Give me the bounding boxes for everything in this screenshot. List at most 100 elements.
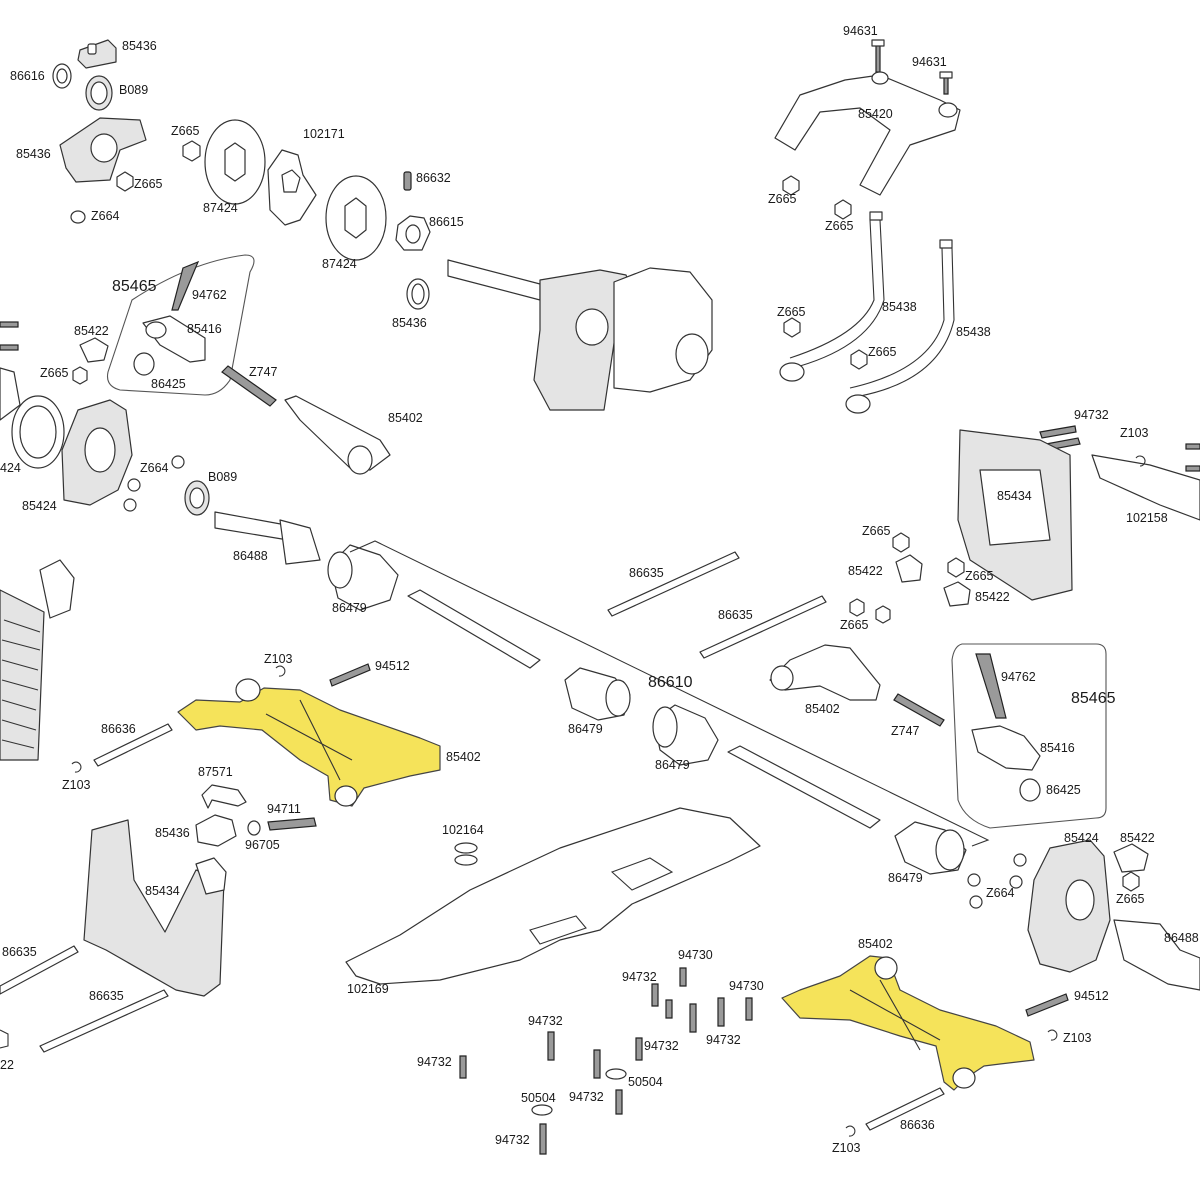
label-z664: Z664 [140, 461, 169, 475]
boot-86479-upper [327, 544, 399, 611]
label-86632: 86632 [416, 171, 451, 185]
label-94512: 94512 [1074, 989, 1109, 1003]
label-85436: 85436 [122, 39, 157, 53]
bearing-b089-upper [85, 75, 113, 111]
label-85465: 85465 [112, 278, 157, 295]
nut-z664-b-set [123, 455, 185, 512]
label-87424: 87424 [322, 257, 357, 271]
mount-85422-c [943, 581, 971, 607]
bulkhead-85434-left [83, 819, 227, 997]
label-86635: 86635 [89, 989, 124, 1003]
screw-94762-upper [171, 260, 200, 311]
label-z103: Z103 [264, 652, 293, 666]
boot-86479-lower [894, 821, 967, 875]
label-86479: 86479 [568, 722, 603, 736]
nut-z664-c-set [967, 853, 1027, 909]
nut-z665-h [892, 532, 910, 553]
steering-rod-85438-right [845, 239, 955, 414]
label-86488: 86488 [233, 549, 268, 563]
label-94762: 94762 [1001, 670, 1036, 684]
hinge-pin-86636-left [93, 723, 173, 767]
label-94732: 94732 [417, 1055, 452, 1069]
nut-z665-e [834, 199, 852, 220]
label-102158: 102158 [1126, 511, 1168, 525]
lower-arm-85402-left-highlighted [177, 678, 441, 807]
locknut-86615 [395, 215, 431, 251]
label-85436: 85436 [392, 316, 427, 330]
label-85465: 85465 [1071, 690, 1116, 707]
bulkhead-85434-right [957, 429, 1073, 601]
screw-94631-right [939, 71, 953, 95]
mount-85422-a [79, 337, 109, 363]
label-85422: 85422 [848, 564, 883, 578]
plate-102158 [1091, 454, 1200, 521]
label-z665: Z665 [825, 219, 854, 233]
setscrew-86632 [403, 171, 412, 191]
hinge-pin-86635-lower-left-b [39, 989, 169, 1053]
nut-z665-i [947, 557, 965, 578]
bracket-87571 [201, 784, 247, 809]
label-z665: Z665 [965, 569, 994, 583]
nut-z665-b [116, 171, 134, 192]
chassis-plate-102169 [345, 807, 761, 985]
part-labels: 85436 86616 B089 85436 Z665 Z665 Z664 10… [0, 24, 1199, 1155]
hinge-pin-86635-middle [699, 595, 827, 659]
label-85436: 85436 [155, 826, 190, 840]
label-50504: 50504 [628, 1075, 663, 1089]
upper-arm-85402-top [284, 395, 391, 475]
label-85434: 85434 [145, 884, 180, 898]
nut-z664-a [70, 210, 86, 224]
label-94730: 94730 [729, 979, 764, 993]
driveshaft-cup-86488-right [1113, 919, 1200, 991]
label-85402: 85402 [388, 411, 423, 425]
label-b089: B089 [119, 83, 148, 97]
label-86479: 86479 [332, 601, 367, 615]
label-94512: 94512 [375, 659, 410, 673]
label-102164: 102164 [442, 823, 484, 837]
spacer-50504-a [605, 1068, 627, 1080]
label-z103: Z103 [1063, 1031, 1092, 1045]
nut-z665-a [182, 140, 201, 162]
label-94631: 94631 [912, 55, 947, 69]
boot-86479-middle-left [564, 667, 631, 721]
hinge-pin-86636-right [865, 1087, 945, 1131]
nut-z665-g [850, 349, 868, 370]
mount-85422-b [895, 554, 923, 583]
nut-z665-c [72, 366, 88, 385]
label-86635: 86635 [629, 566, 664, 580]
label-z665: Z665 [862, 524, 891, 538]
label-z665: Z665 [868, 345, 897, 359]
label-94732: 94732 [706, 1033, 741, 1047]
label-94732: 94732 [528, 1014, 563, 1028]
nut-z665-j-set [849, 598, 891, 624]
label-102171: 102171 [303, 127, 345, 141]
highlight-fill-right [781, 955, 1035, 1091]
brake-hub-102171 [267, 149, 317, 226]
clip-z103-b [275, 665, 286, 677]
center-gearbox-assembly [447, 259, 713, 411]
label-z665: Z665 [40, 366, 69, 380]
bump-stop-102164 [454, 842, 478, 866]
bearing-b089-lower [184, 480, 210, 516]
label-86479: 86479 [655, 758, 690, 772]
label-94732: 94732 [644, 1039, 679, 1053]
label-94762: 94762 [192, 288, 227, 302]
shim-86616 [52, 63, 72, 89]
label-86610: 86610 [648, 674, 693, 691]
label-z747: Z747 [249, 365, 278, 379]
screw-94512-right [1025, 993, 1069, 1017]
label-86425: 86425 [151, 377, 186, 391]
shock-absorber-left [0, 559, 75, 761]
group-85465-lower [951, 643, 1107, 829]
label-b089: B089 [208, 470, 237, 484]
label-z103: Z103 [1120, 426, 1149, 440]
label-86615: 86615 [429, 215, 464, 229]
pin-z747-a [221, 365, 277, 407]
label-85422: 85422 [975, 590, 1010, 604]
driveshaft-86610-group [349, 540, 990, 847]
steering-rod-85438-left [779, 211, 885, 382]
screw-94631-left [871, 39, 885, 73]
label-85422: 85422 [1120, 831, 1155, 845]
hub-carrier-85424-upper-left [61, 399, 133, 506]
